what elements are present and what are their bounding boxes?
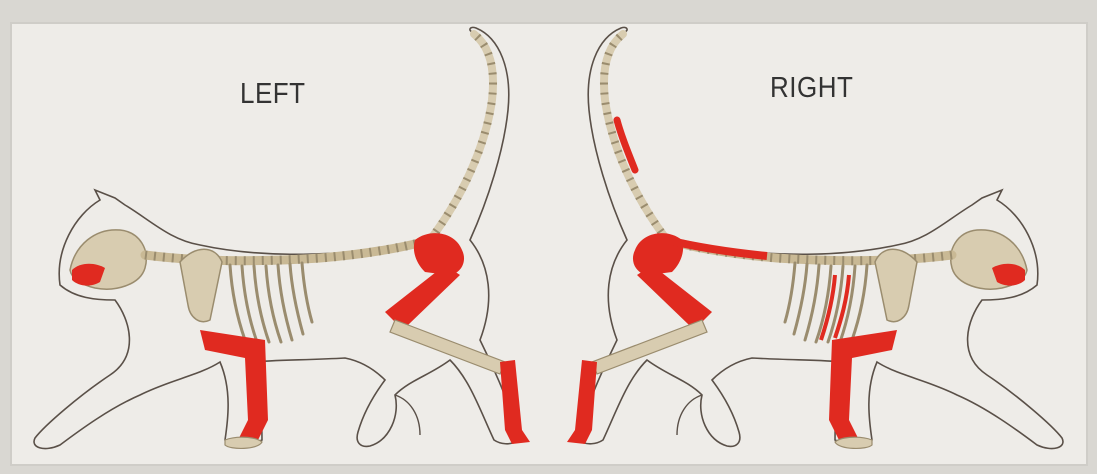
label-right: RIGHT [770,70,853,105]
label-left: LEFT [240,76,306,111]
